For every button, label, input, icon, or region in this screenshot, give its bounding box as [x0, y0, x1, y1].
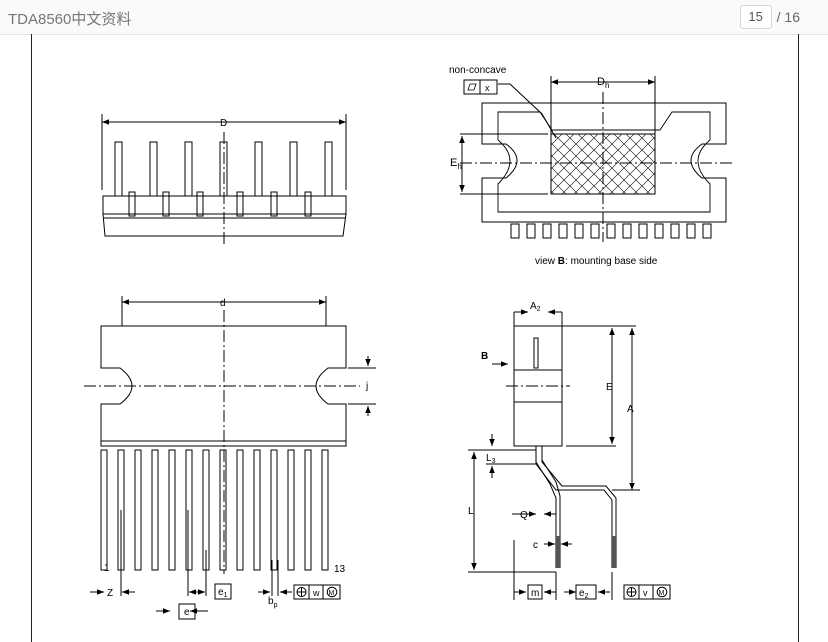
dim-A2: A2	[530, 301, 541, 313]
dim-L: L	[468, 506, 474, 517]
page-total: / 16	[776, 9, 800, 25]
side-view	[468, 309, 671, 600]
dim-L3: L3	[486, 453, 496, 465]
view-arrow-B: B	[481, 351, 488, 362]
bottom-left-view	[84, 296, 376, 620]
page-indicator: 15 / 16	[739, 5, 800, 29]
dim-Q: Q	[520, 510, 528, 521]
front-view	[101, 114, 347, 246]
document-page	[31, 34, 799, 642]
dim-d: d	[220, 298, 226, 309]
dim-j: j	[365, 381, 368, 392]
page-number-input[interactable]: 15	[739, 5, 772, 29]
dim-bp: bp	[268, 596, 278, 609]
dim-e2: e2	[579, 588, 589, 600]
dim-Dh: Dh	[597, 76, 609, 90]
tol-w: w	[312, 588, 320, 598]
dim-Z: Z	[107, 588, 113, 599]
top-view	[459, 76, 732, 242]
tol-M: M	[329, 590, 335, 597]
pin-1-label: 1	[104, 563, 110, 574]
pin-13-label: 13	[334, 564, 346, 575]
dim-e1: e1	[218, 587, 228, 599]
dim-m: m	[531, 588, 539, 599]
dim-Eh: Eh	[450, 157, 462, 171]
front-dim-D: D	[220, 118, 227, 129]
tol-M2: M	[659, 590, 665, 597]
label-non-concave: non-concave	[449, 65, 507, 76]
dim-A: A	[627, 404, 634, 415]
flatness-x: x	[485, 83, 490, 93]
view-b-caption: view B: mounting base side	[535, 256, 658, 267]
dim-c: c	[533, 540, 538, 551]
tol-v: v	[643, 588, 648, 598]
document-title: TDA8560中文资料	[8, 11, 132, 28]
viewer-toolbar: TDA8560中文资料 15 / 16	[0, 0, 828, 35]
dim-e: e	[184, 607, 190, 618]
dim-E: E	[606, 382, 613, 393]
